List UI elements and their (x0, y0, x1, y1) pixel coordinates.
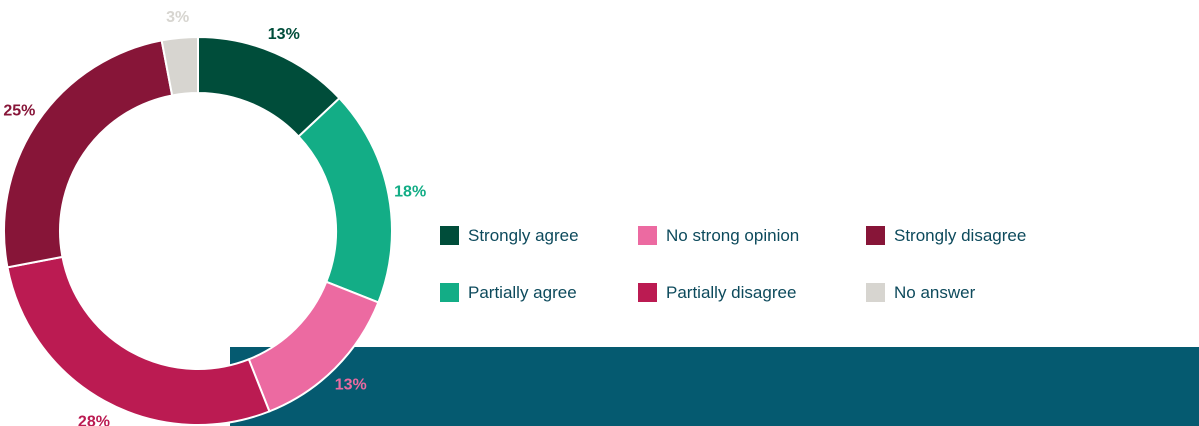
legend-swatch (866, 283, 885, 302)
legend-label: No strong opinion (666, 226, 800, 245)
chart-legend: Strongly agree No strong opinion Strongly … (440, 226, 1080, 340)
legend-swatch (638, 283, 657, 302)
legend-label: Partially disagree (666, 283, 797, 302)
legend-swatch (866, 226, 885, 245)
slice-label-strongly-disagree: 25% (3, 103, 35, 120)
legend-label: Strongly agree (468, 226, 579, 245)
legend-swatch (638, 226, 657, 245)
legend-label: Strongly disagree (894, 226, 1027, 245)
legend-item-no-answer: No answer (866, 283, 1066, 307)
slice-label-partially-disagree: 28% (78, 413, 110, 426)
slice-partially-disagree (6, 255, 271, 426)
slice-partially-agree (297, 96, 393, 304)
legend-swatch (440, 283, 459, 302)
legend-item-strongly-disagree: Strongly disagree (866, 226, 1066, 250)
legend-item-partially-disagree: Partially disagree (638, 283, 866, 307)
slice-no-answer (160, 35, 199, 97)
legend-item-strongly-agree: Strongly agree (440, 226, 638, 250)
legend-item-no-strong-opinion: No strong opinion (638, 226, 866, 250)
legend-label: No answer (894, 283, 976, 302)
slice-label-strongly-agree: 13% (268, 26, 300, 43)
legend-label: Partially agree (468, 283, 577, 302)
slice-label-no-answer: 3% (166, 9, 189, 26)
slice-label-no-strong-opinion: 13% (335, 377, 367, 394)
slice-strongly-disagree (3, 39, 174, 269)
legend-swatch (440, 226, 459, 245)
legend-item-partially-agree: Partially agree (440, 283, 638, 307)
slice-label-partially-agree: 18% (394, 184, 426, 201)
background-band (230, 347, 1199, 426)
